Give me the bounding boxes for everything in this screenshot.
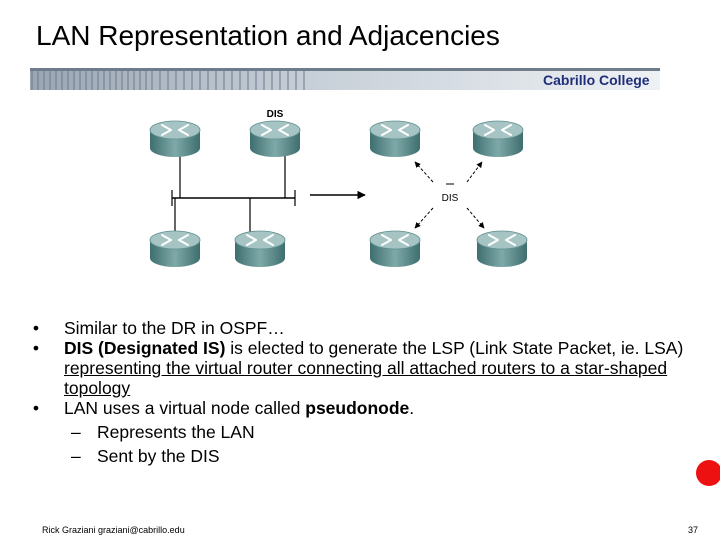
- router-left-bottom-1: [149, 230, 201, 268]
- bullet-text: DIS (Designated IS): [64, 338, 226, 358]
- bullet-dot-icon: •: [32, 318, 40, 338]
- dash-icon: –: [71, 446, 81, 466]
- bullet-text: is elected to generate the LSP (Link Sta…: [225, 338, 684, 358]
- router-right-top-2: [472, 120, 524, 158]
- lan-pseudonode-diagram: DIS DIS: [149, 109, 528, 268]
- header-banner: [30, 68, 660, 90]
- router-left-top-1: [149, 120, 201, 158]
- router-right-top-1: [369, 120, 421, 158]
- star-links: [414, 161, 485, 229]
- pseudonode-dis-label: DIS: [442, 193, 459, 204]
- slide-title: LAN Representation and Adjacencies: [36, 20, 500, 51]
- brand-logo: Cabrillo College: [543, 72, 650, 88]
- page-number: 37: [688, 525, 699, 535]
- left-dis-label: DIS: [267, 109, 284, 120]
- left-lan-segment: [171, 145, 296, 240]
- dash-icon: –: [71, 422, 81, 442]
- bullet-dot-icon: •: [32, 338, 40, 358]
- sub-bullet-text: Sent by the DIS: [97, 446, 220, 466]
- bullet-dot-icon: •: [32, 398, 40, 418]
- router-right-bottom-2: [476, 230, 528, 268]
- bullet-text: representing the virtual router connecti…: [64, 358, 668, 398]
- sub-bullet-item: –Sent by the DIS: [30, 446, 700, 466]
- bullet-text: LAN uses a virtual node called: [64, 398, 306, 418]
- bullet-text: Similar to the DR in OSPF…: [64, 318, 285, 338]
- router-right-bottom-1: [369, 230, 421, 268]
- bullet-item: • DIS (Designated IS) is elected to gener…: [30, 338, 700, 398]
- router-left-top-2-dis: [249, 120, 301, 158]
- bullet-text: pseudonode: [305, 398, 410, 418]
- sub-bullet-item: –Represents the LAN: [30, 422, 700, 442]
- red-dot-marker: [696, 460, 720, 486]
- footer-author: Rick Graziani graziani@cabrillo.edu: [42, 525, 185, 535]
- bullet-list: • Similar to the DR in OSPF… • DIS (Designa…: [30, 318, 700, 466]
- bullet-text: .: [409, 398, 415, 418]
- sub-bullet-text: Represents the LAN: [97, 422, 255, 442]
- router-left-bottom-2: [234, 230, 286, 268]
- bullet-item: • LAN uses a virtual node called pseudono…: [30, 398, 700, 418]
- bullet-item: • Similar to the DR in OSPF…: [30, 318, 700, 338]
